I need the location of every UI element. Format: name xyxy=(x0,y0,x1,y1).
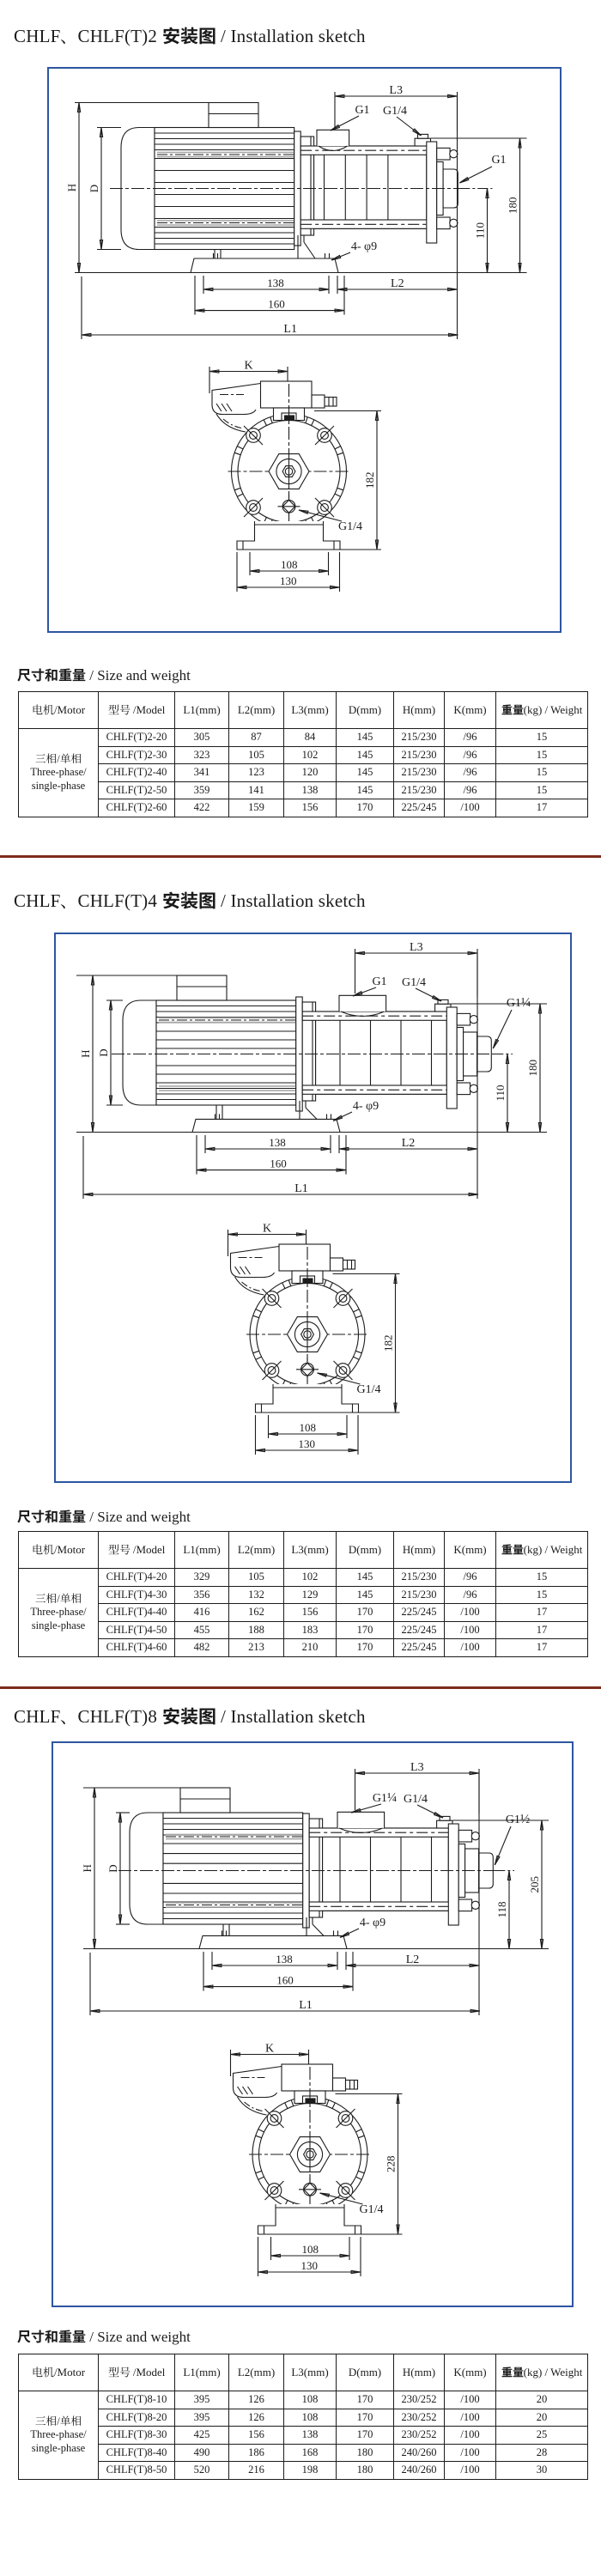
svg-text:H: H xyxy=(81,1864,94,1872)
svg-text:138: 138 xyxy=(276,1953,293,1965)
svg-text:182: 182 xyxy=(382,1334,395,1352)
svg-text:130: 130 xyxy=(301,2259,319,2272)
svg-text:G1/4: G1/4 xyxy=(383,105,407,118)
svg-text:L1: L1 xyxy=(294,1182,308,1195)
svg-text:G1/4: G1/4 xyxy=(338,520,362,533)
svg-text:G1/4: G1/4 xyxy=(402,976,426,989)
svg-text:K: K xyxy=(244,360,252,373)
svg-text:D: D xyxy=(88,185,100,192)
svg-text:228: 228 xyxy=(385,2155,398,2172)
svg-text:130: 130 xyxy=(280,574,297,587)
svg-text:G1/4: G1/4 xyxy=(360,2203,384,2216)
svg-text:L3: L3 xyxy=(410,1761,424,1774)
svg-text:160: 160 xyxy=(268,298,285,311)
svg-text:138: 138 xyxy=(267,276,284,289)
svg-text:L2: L2 xyxy=(406,1953,420,1966)
svg-text:D: D xyxy=(97,1048,110,1056)
svg-text:D: D xyxy=(106,1864,119,1872)
svg-text:118: 118 xyxy=(495,1901,508,1917)
svg-text:182: 182 xyxy=(363,471,376,489)
svg-text:108: 108 xyxy=(300,1421,317,1434)
svg-text:110: 110 xyxy=(474,222,487,239)
svg-text:L3: L3 xyxy=(410,941,423,954)
svg-text:L1: L1 xyxy=(299,1999,313,2012)
svg-text:180: 180 xyxy=(507,197,519,214)
svg-text:G1/4: G1/4 xyxy=(357,1383,381,1396)
svg-text:L2: L2 xyxy=(402,1137,416,1150)
svg-text:110: 110 xyxy=(494,1084,507,1101)
svg-text:4- φ9: 4- φ9 xyxy=(353,1100,379,1113)
svg-text:L2: L2 xyxy=(391,277,404,290)
svg-text:H: H xyxy=(79,1050,92,1058)
svg-text:K: K xyxy=(263,1223,271,1236)
svg-text:205: 205 xyxy=(528,1876,541,1893)
svg-text:108: 108 xyxy=(302,2243,319,2256)
svg-text:G1/4: G1/4 xyxy=(404,1793,428,1806)
svg-text:138: 138 xyxy=(269,1136,286,1149)
svg-text:180: 180 xyxy=(526,1060,539,1077)
svg-text:G1¼: G1¼ xyxy=(507,996,531,1010)
svg-text:160: 160 xyxy=(276,1974,294,1987)
svg-text:G1½: G1½ xyxy=(506,1813,530,1826)
svg-text:G1¼: G1¼ xyxy=(373,1791,397,1805)
svg-text:L1: L1 xyxy=(283,323,297,336)
svg-text:108: 108 xyxy=(281,558,298,571)
svg-text:L3: L3 xyxy=(389,84,403,97)
svg-text:130: 130 xyxy=(299,1437,316,1450)
svg-text:K: K xyxy=(265,2043,274,2056)
svg-text:G1: G1 xyxy=(491,154,506,167)
svg-text:4- φ9: 4- φ9 xyxy=(360,1917,385,1929)
svg-text:160: 160 xyxy=(270,1157,287,1170)
svg-text:G1: G1 xyxy=(372,975,386,988)
svg-text:4- φ9: 4- φ9 xyxy=(351,240,377,253)
svg-text:H: H xyxy=(65,184,78,191)
svg-text:G1: G1 xyxy=(355,104,369,117)
